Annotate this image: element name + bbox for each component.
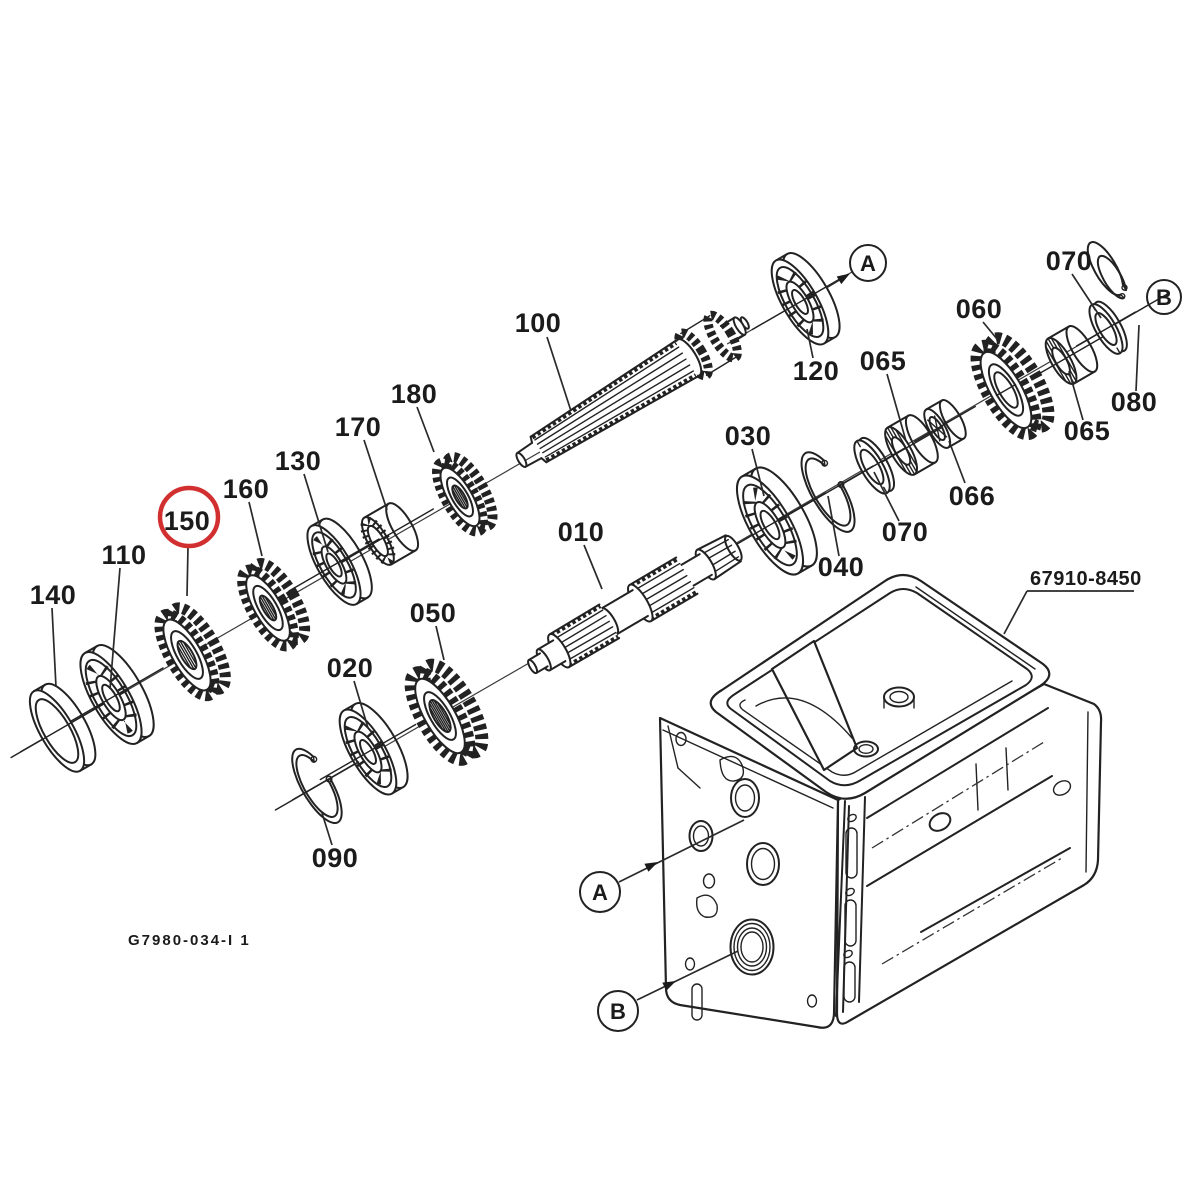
callout-065-mid-label: 065 [860,346,907,376]
snap-ring-040 [782,451,874,533]
bearing-110 [58,644,164,745]
housing-ref-label: 67910-8450 [1030,568,1142,590]
figure-code: G7980-034-I 1 [128,932,251,949]
callout-150-label: 150 [164,506,211,536]
highlight-circle-150 [157,485,221,549]
callout-020-label: 020 [327,653,374,683]
gear-150 [154,602,231,702]
bearing-130 [288,517,380,606]
housing-top-bosses [853,686,915,758]
callout-110-label: 110 [101,540,146,570]
view-a-bottom-letter: A [592,880,608,905]
callout-050-label: 050 [410,598,457,628]
view-b-bottom: B [597,950,739,1032]
gear-180 [432,452,498,537]
callout-180-label: 180 [391,379,438,409]
callout-100-label: 100 [515,308,562,338]
bearing-bore-a [730,778,760,818]
callout-066-label: 066 [949,481,996,511]
collar-066 [913,399,977,449]
bearing-bore-b [729,918,775,976]
housing-right-face-details [835,707,1089,1017]
bushing-170 [345,502,435,566]
leader-lines [51,273,1140,846]
countershaft-010 [527,534,743,675]
view-b-top-letter: B [1156,285,1172,310]
snap-ring-090 [274,747,360,825]
callout-040-label: 040 [818,552,865,582]
callout-labels: 100 120 070 060 080 065 066 065 030 040 … [30,246,1158,873]
callout-010-label: 010 [558,517,605,547]
bearing-120 [751,252,849,346]
ring-140 [10,682,104,773]
callout-070-top-label: 070 [1046,246,1093,276]
callout-070-mid-label: 070 [882,517,929,547]
callout-130-label: 130 [275,446,322,476]
view-a-top-letter: A [860,251,876,276]
callout-080-label: 080 [1111,387,1158,417]
view-a-bottom: A [579,819,745,913]
bearing-030 [713,466,827,576]
callout-160-label: 160 [223,474,270,504]
callout-120-label: 120 [793,356,840,386]
callout-065-right-label: 065 [1064,416,1111,446]
transmission-housing [658,573,1103,1029]
gear-160 [237,557,311,652]
bearing-020 [319,702,417,796]
callout-060-label: 060 [956,294,1003,324]
callout-090-label: 090 [312,843,359,873]
gear-050 [404,658,489,766]
main-shaft-100 [515,310,750,468]
view-b-bottom-letter: B [610,999,626,1024]
callout-030-label: 030 [725,421,772,451]
view-b-top: B [1146,279,1182,315]
gear-060 [970,332,1055,441]
callout-140-label: 140 [30,580,77,610]
housing-front-face-details [662,725,834,1021]
view-a-top: A [825,244,887,289]
callout-170-label: 170 [335,412,382,442]
housing-ref: 67910-8450 [1003,568,1142,635]
